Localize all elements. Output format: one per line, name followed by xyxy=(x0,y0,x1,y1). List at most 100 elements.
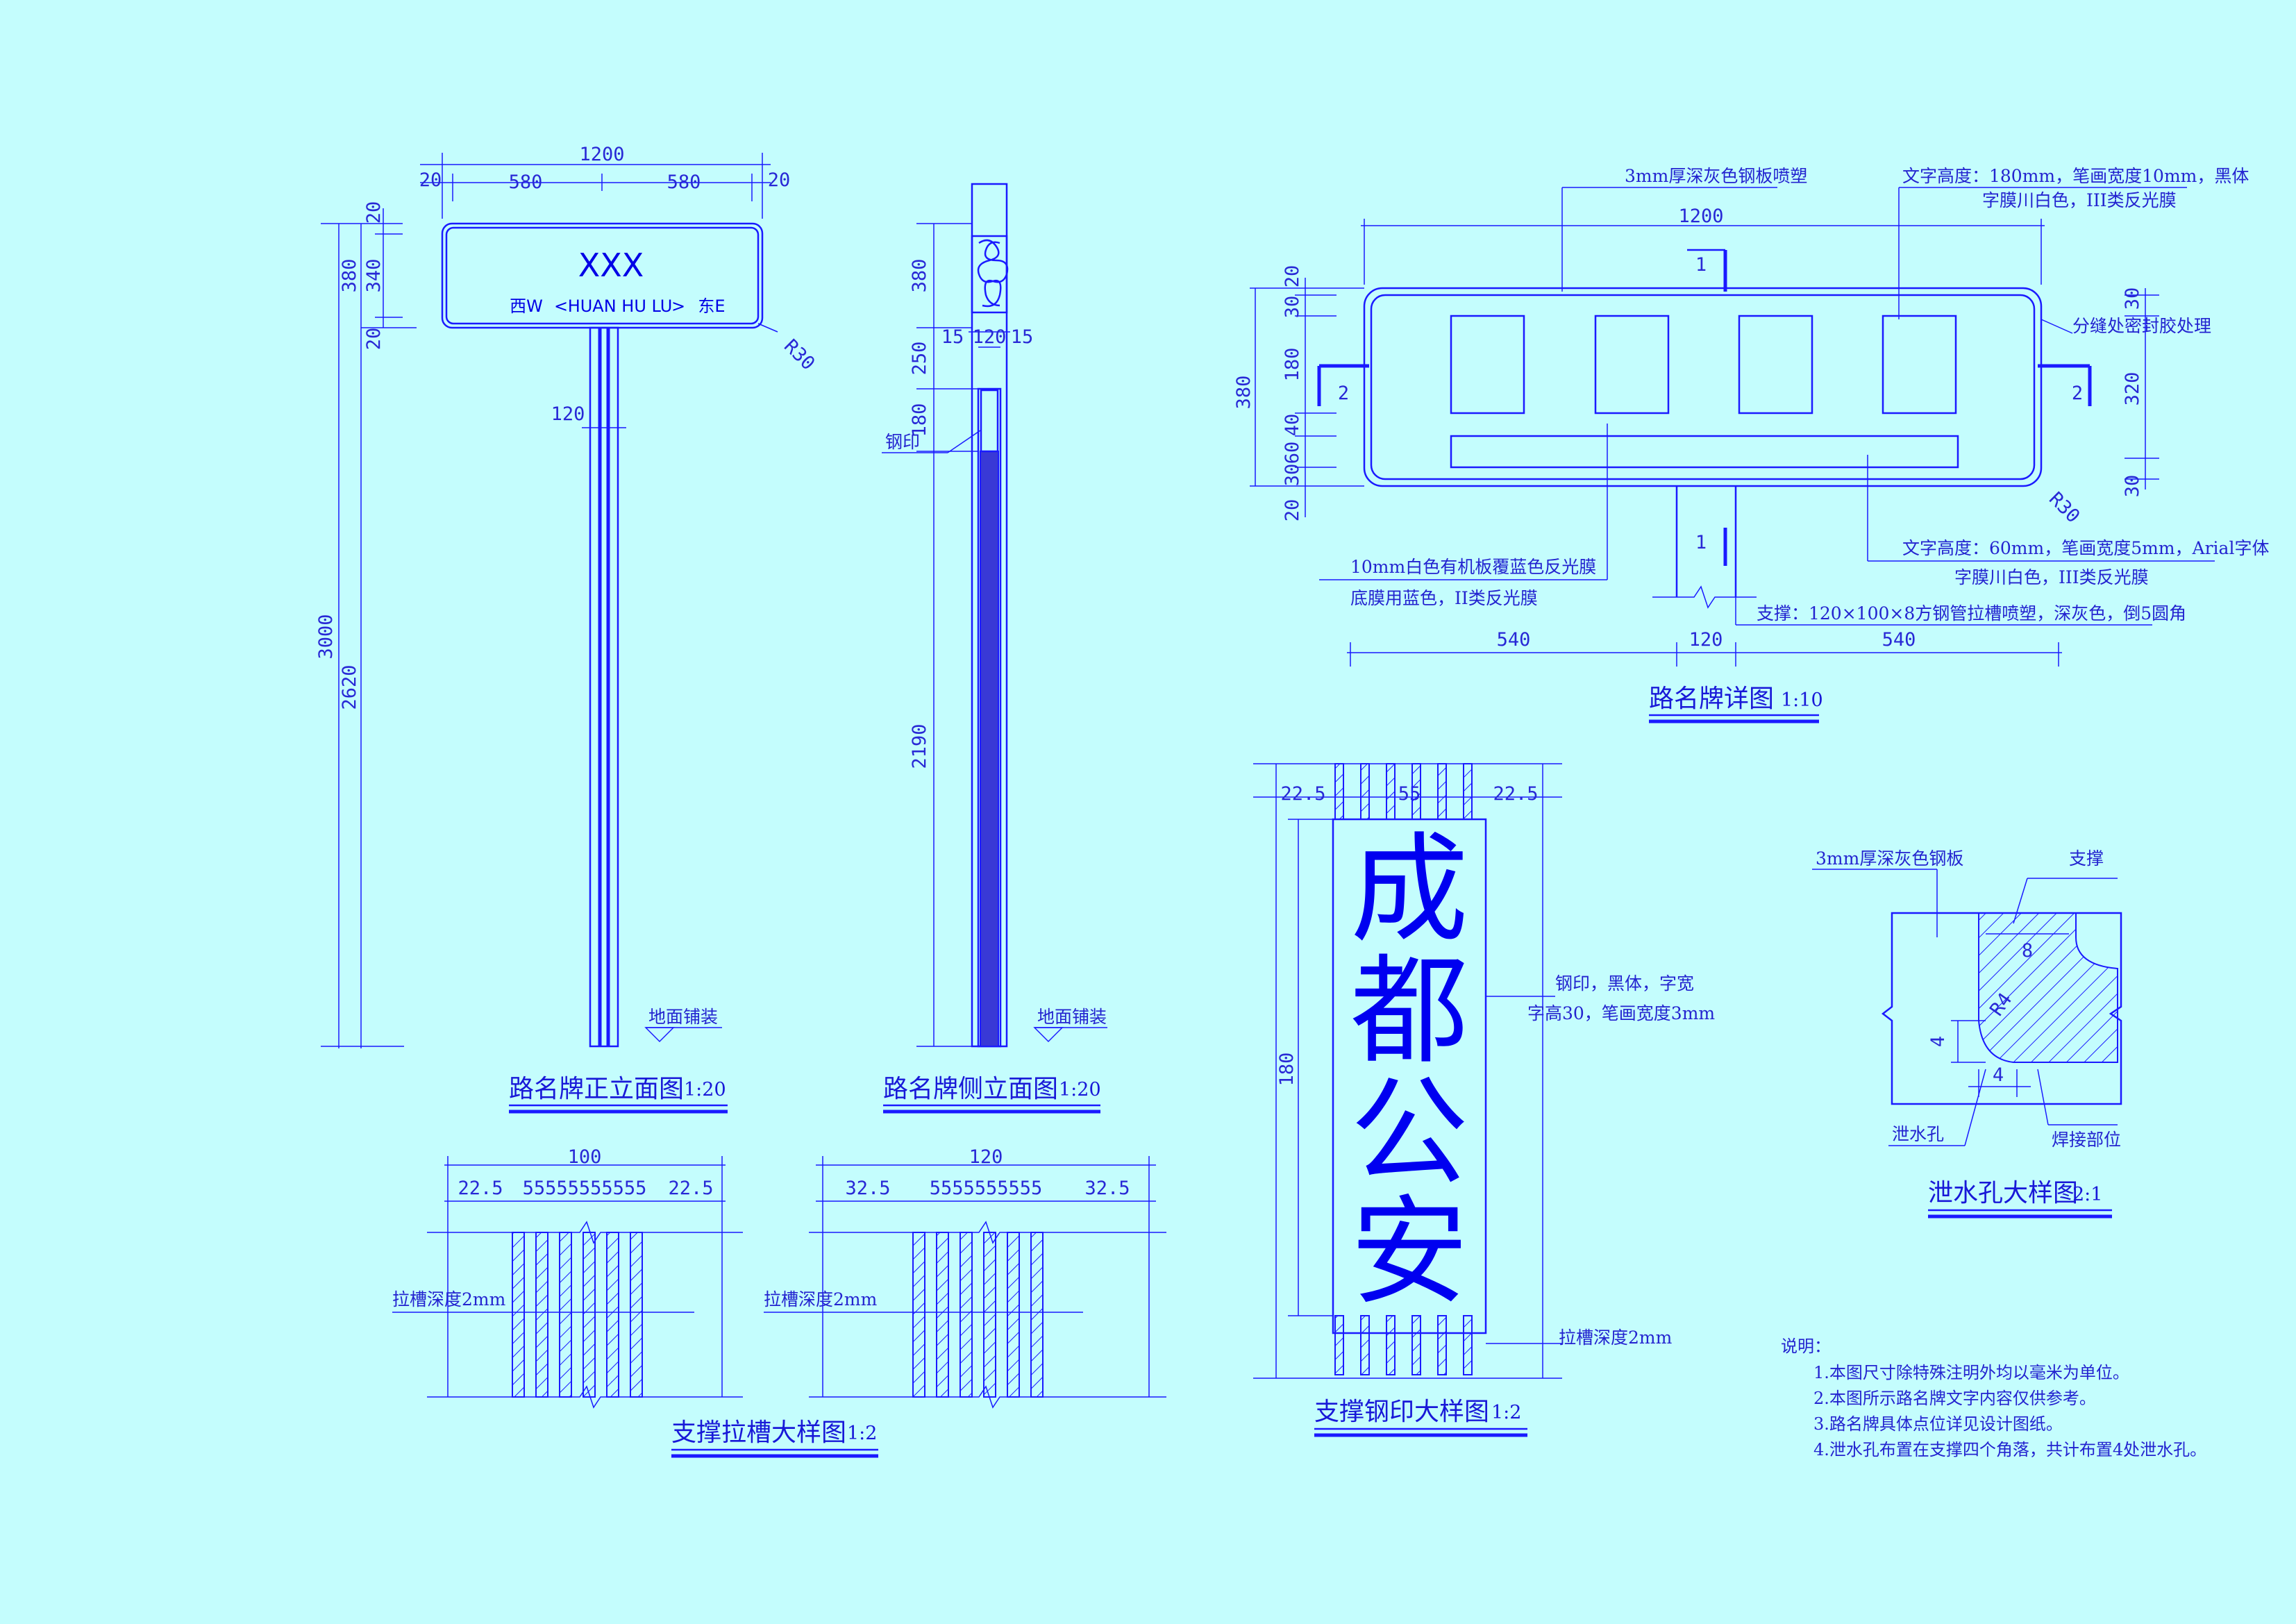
drain-weld-hatch xyxy=(1978,912,2118,1063)
detail-section-1-top: 1 xyxy=(1695,254,1707,276)
drain-view-scale: 2:1 xyxy=(2072,1184,2102,1205)
front-dim-overall-width: 1200 xyxy=(579,144,624,165)
detail-dim-h20a: 20 xyxy=(1282,265,1303,288)
front-ground-label: 地面铺装 xyxy=(648,1007,718,1027)
groove-right-total: 120 xyxy=(969,1146,1003,1168)
detail-dim-h30c: 30 xyxy=(1282,464,1303,487)
detail-small-text-bar xyxy=(1450,435,1959,469)
stamp-top-grooves xyxy=(1334,763,1473,820)
front-dim-edge-left: 20 xyxy=(419,169,442,191)
side-dim-15a: 15 xyxy=(941,326,964,348)
detail-view-title: 路名牌详图 xyxy=(1649,685,1774,713)
groove-left-total: 100 xyxy=(568,1146,602,1168)
detail-section-2-right: 2 xyxy=(2072,383,2083,404)
side-pole-fill xyxy=(980,451,999,1047)
detail-dim-h60: 60 xyxy=(1282,442,1303,464)
detail-small-text-note-2: 字膜川白色，III类反光膜 xyxy=(1954,567,2149,587)
detail-dim-r320: 320 xyxy=(2122,372,2143,406)
side-dim-120: 120 xyxy=(973,326,1007,348)
detail-dim-overall: 1200 xyxy=(1678,206,1723,227)
front-view-scale: 1:20 xyxy=(684,1079,726,1100)
detail-char-box-3 xyxy=(1738,315,1813,415)
detail-section-2-left: 2 xyxy=(1338,383,1349,404)
groove-right-edge-l: 32.5 xyxy=(845,1178,890,1199)
detail-dim-h30a: 30 xyxy=(1282,296,1303,319)
drain-hole-detail: 3mm厚深灰色钢板 支撑 8 R4 4 4 泄水孔 焊接部位 泄水孔大样图 2:… xyxy=(1812,848,2122,1219)
notes-item-3: 3.路名牌具体点位详见设计图纸。 xyxy=(1813,1414,2063,1434)
front-dim-edge-right: 20 xyxy=(768,169,791,191)
stamp-view-scale: 1:2 xyxy=(1491,1402,1521,1423)
stamp-note-1: 钢印，黑体，字宽 xyxy=(1555,973,1694,994)
side-ground-label: 地面铺装 xyxy=(1037,1007,1107,1027)
detail-sign-outer xyxy=(1363,287,2043,487)
detail-seam-note: 分缝处密封胶处理 xyxy=(2072,316,2211,336)
stamp-char-2: 都 xyxy=(1350,943,1468,1080)
stamp-depth-label: 拉槽深度2mm xyxy=(1559,1328,1673,1348)
front-dim-radius: R30 xyxy=(780,335,819,374)
detail-dim-mid: 120 xyxy=(1689,629,1723,651)
side-elevation-view: 15 120 15 380 250 180 2190 钢印 地面铺装 路名牌侧立… xyxy=(882,183,1107,1114)
detail-bottom-note-2: 底膜用蓝色，II类反光膜 xyxy=(1350,588,1538,608)
detail-dim-right: 540 xyxy=(1882,629,1916,651)
front-pole xyxy=(589,326,619,1048)
sign-right-arrow: > xyxy=(671,296,685,316)
detail-section-1-bottom: 1 xyxy=(1695,532,1707,553)
notes-heading: 说明： xyxy=(1781,1337,1831,1356)
stamp-char-3: 公 xyxy=(1350,1064,1468,1202)
front-dim-top-gap: 20 xyxy=(363,201,385,224)
detail-sign-inner xyxy=(1370,294,2036,480)
detail-dim-r30b: 30 xyxy=(2122,475,2143,498)
drain-dim-4-vert: 4 xyxy=(1927,1036,1949,1047)
side-dim-180: 180 xyxy=(909,403,930,437)
stamp-dim-height: 180 xyxy=(1276,1053,1298,1087)
drain-hole-label: 泄水孔 xyxy=(1892,1124,1944,1144)
sign-detail-view: 3mm厚深灰色钢板喷塑 文字高度：180mm，笔画宽度10mm，黑体 字膜川白色… xyxy=(1233,166,2269,723)
front-dim-half-left: 580 xyxy=(509,171,543,193)
stamp-bottom-grooves xyxy=(1334,1315,1473,1375)
sign-left-arrow: < xyxy=(554,296,568,316)
front-sign-inner xyxy=(445,226,760,325)
detail-char-box-4 xyxy=(1882,315,1957,415)
stamp-view-title: 支撑钢印大样图 xyxy=(1314,1398,1489,1426)
notes-block: 说明： 1.本图尺寸除特殊注明外均以毫米为单位。 2.本图所示路名牌文字内容仅供… xyxy=(1781,1337,2206,1459)
side-view-title: 路名牌侧立面图 xyxy=(883,1075,1058,1103)
drain-dim-4-horiz: 4 xyxy=(1993,1064,2004,1086)
front-dim-pole-width: 120 xyxy=(551,403,585,425)
detail-text-note-1: 文字高度：180mm，笔画宽度10mm，黑体 xyxy=(1902,166,2249,186)
detail-support-note: 支撑：120×100×8方钢管拉槽喷塑，深灰色，倒5圆角 xyxy=(1757,603,2186,623)
groove-title: 支撑拉槽大样图 1:2 xyxy=(671,1418,878,1458)
front-view-title: 路名牌正立面图 xyxy=(509,1075,684,1103)
detail-char-box-2 xyxy=(1594,315,1670,415)
front-dim-panel-h: 380 xyxy=(339,259,360,293)
detail-view-scale: 1:10 xyxy=(1781,689,1823,711)
stamp-char-4: 安 xyxy=(1350,1184,1468,1321)
detail-dim-radius: R30 xyxy=(2045,488,2084,527)
front-dim-bottom-gap: 20 xyxy=(363,328,385,351)
detail-dim-h40: 40 xyxy=(1282,414,1303,437)
detail-bottom-note-1: 10mm白色有机板覆蓝色反光膜 xyxy=(1350,557,1596,577)
groove-left-depth-label: 拉槽深度2mm xyxy=(392,1289,506,1309)
stamp-detail-view: 22.5 55 22.5 成 都 公 安 xyxy=(1253,763,1715,1437)
sign-road-text: HUAN HU LU xyxy=(568,296,673,316)
front-dim-pole-h: 2620 xyxy=(339,664,360,710)
side-dim-2190: 2190 xyxy=(909,723,930,769)
groove-detail-right: 120 32.5 5555555555 32.5 拉槽深度2mm xyxy=(764,1146,1166,1409)
front-elevation-view: 1200 20 580 580 20 XXX 西W < HUAN HU LU >… xyxy=(315,144,819,1114)
groove-view-title: 支撑拉槽大样图 xyxy=(671,1418,846,1447)
front-dim-half-right: 580 xyxy=(667,171,701,193)
side-ornament xyxy=(971,235,1009,314)
groove-left-middle: 55555555555 xyxy=(523,1178,647,1199)
drain-support-label: 支撑 xyxy=(2069,848,2104,869)
stamp-dim-edge-right: 22.5 xyxy=(1493,783,1538,805)
groove-detail-left: 100 22.5 55555555555 22.5 拉槽深度2mm xyxy=(392,1146,743,1409)
drain-dim-8: 8 xyxy=(2022,940,2033,962)
front-dim-total-h: 3000 xyxy=(315,614,337,659)
stamp-char-1: 成 xyxy=(1350,821,1468,959)
sign-name-text: XXX xyxy=(578,246,644,284)
detail-small-text-note-1: 文字高度：60mm，笔画宽度5mm，Arial字体 xyxy=(1902,538,2269,558)
notes-item-4: 4.泄水孔布置在支撑四个角落，共计布置4处泄水孔。 xyxy=(1813,1440,2206,1459)
stamp-note-2: 字高30，笔画宽度3mm xyxy=(1527,1003,1715,1023)
drain-view-title: 泄水孔大样图 xyxy=(1928,1179,2078,1207)
stamp-dim-edge-left: 22.5 xyxy=(1280,783,1325,805)
